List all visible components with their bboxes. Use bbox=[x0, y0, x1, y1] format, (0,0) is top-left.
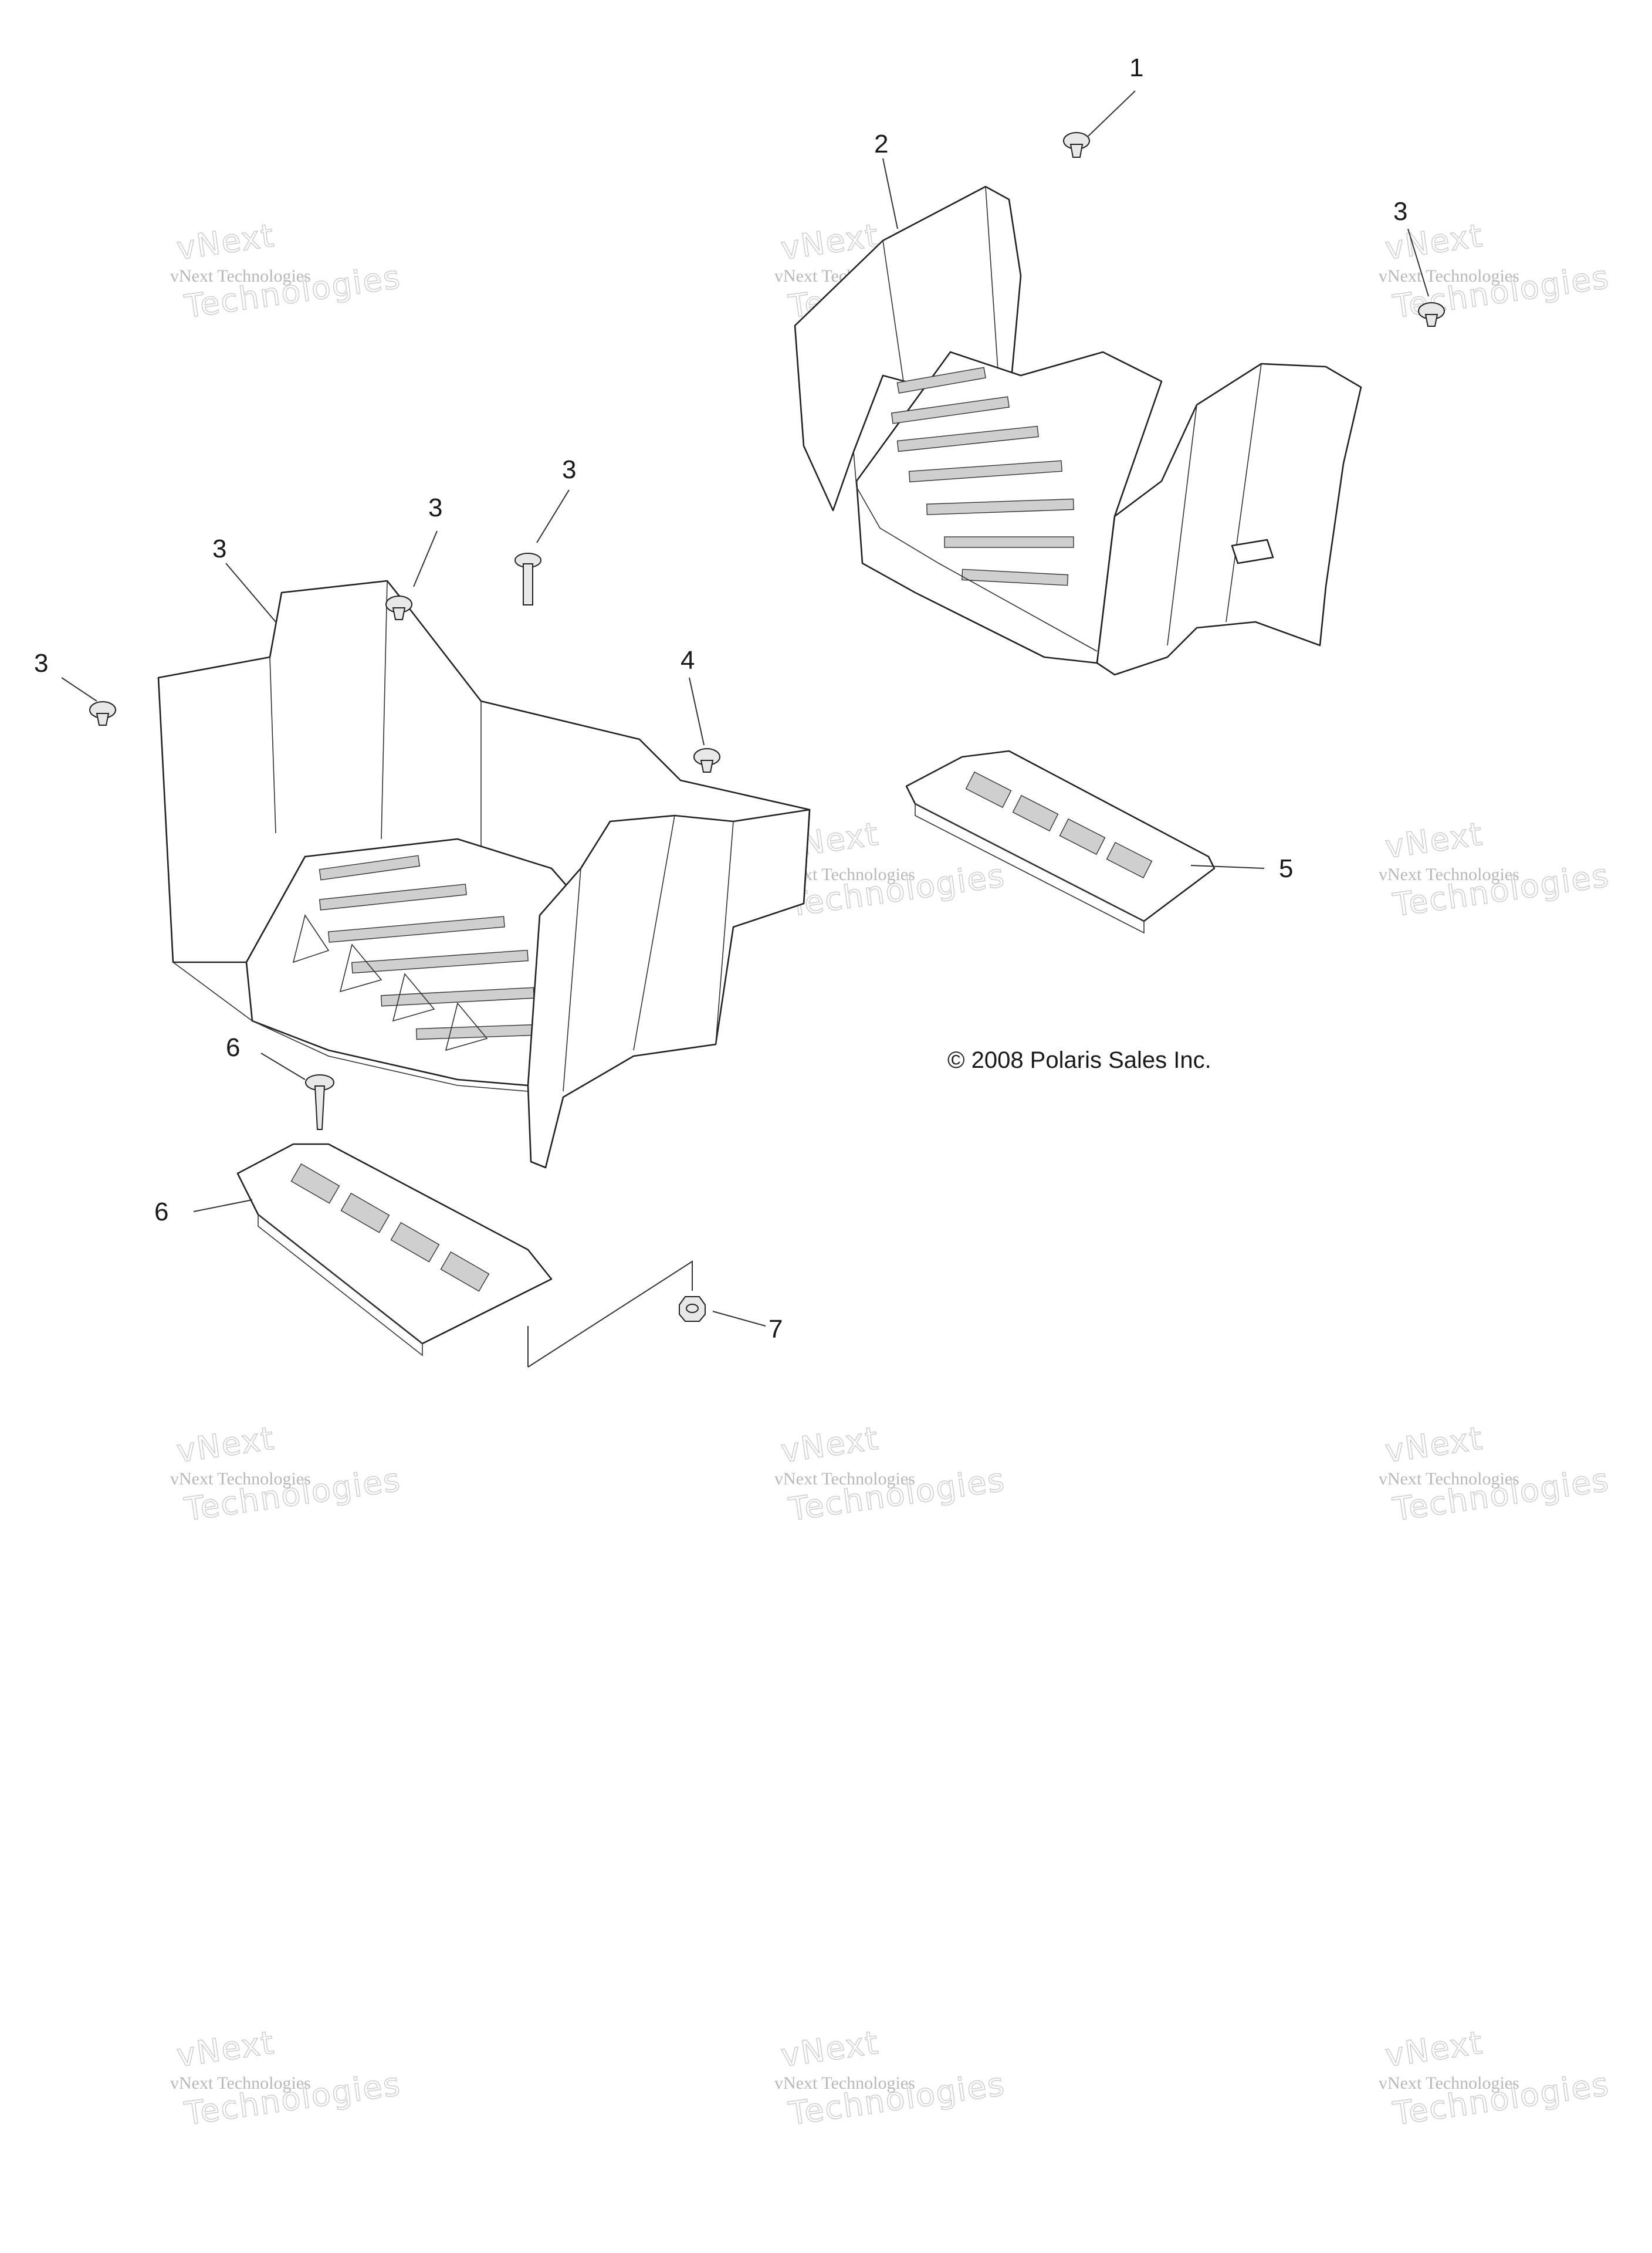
callout-1: 3 bbox=[212, 535, 226, 563]
push-rivet-icon bbox=[1063, 132, 1090, 158]
svg-text:vNext: vNext bbox=[1383, 2024, 1485, 2075]
watermark: vNext vNext Technologies Technologies bbox=[774, 1419, 1008, 1529]
footrest-plate-right bbox=[905, 750, 1216, 934]
svg-text:vNext Technologies: vNext Technologies bbox=[170, 1469, 311, 1489]
left-footwell-ribs bbox=[292, 914, 488, 1051]
svg-text:vNext: vNext bbox=[1383, 816, 1485, 866]
right-footwell-treads bbox=[891, 367, 1074, 586]
svg-text:vNext: vNext bbox=[778, 1420, 881, 1470]
left-footwell-treads bbox=[319, 855, 534, 1040]
callout-3: 3 bbox=[428, 493, 442, 522]
footrest-plate-right-cells bbox=[965, 771, 1153, 879]
watermark: vNext vNext Technologies Technologies bbox=[1379, 815, 1612, 925]
callout-7: 6 bbox=[226, 1033, 240, 1062]
svg-text:vNext: vNext bbox=[174, 217, 277, 268]
callout-4: 3 bbox=[562, 455, 576, 484]
nut-icon bbox=[679, 1296, 706, 1322]
svg-text:vNext Technologies: vNext Technologies bbox=[774, 1469, 915, 1489]
svg-text:vNext Technologies: vNext Technologies bbox=[1379, 2073, 1519, 2093]
fasteners bbox=[89, 132, 1445, 1322]
svg-text:vNext: vNext bbox=[1383, 1420, 1485, 1470]
bolt-icon bbox=[514, 553, 541, 605]
callout-3: 4 bbox=[681, 646, 695, 675]
callout-2: 2 bbox=[874, 130, 888, 158]
push-rivet-icon bbox=[89, 701, 116, 726]
callout-3: 3 bbox=[1393, 197, 1407, 226]
svg-text:vNext: vNext bbox=[778, 2024, 881, 2075]
callout-5: 7 bbox=[769, 1315, 783, 1344]
svg-text:vNext: vNext bbox=[174, 1420, 277, 1470]
watermark: vNext vNext Technologies Technologies bbox=[1379, 2024, 1612, 2133]
footrest-plate-left bbox=[236, 1143, 553, 1356]
svg-text:vNext Technologies: vNext Technologies bbox=[170, 266, 311, 286]
callout-3: 3 bbox=[34, 649, 48, 678]
leader-lines bbox=[61, 90, 1429, 1368]
watermark: vNext vNext Technologies Technologies bbox=[170, 216, 404, 326]
right-footwell bbox=[794, 185, 1362, 676]
callout-6: 6 bbox=[154, 1197, 168, 1226]
push-rivet-icon bbox=[693, 748, 720, 773]
callouts: 1 2 3 3 3 3 3 4 5 6 6 7 bbox=[34, 53, 1407, 1344]
watermark: vNext vNext Technologies Technologies bbox=[170, 2024, 404, 2133]
svg-text:vNext Technologies: vNext Technologies bbox=[170, 2073, 311, 2093]
callout-3: 1 bbox=[1129, 53, 1143, 82]
svg-text:vNext Technologies: vNext Technologies bbox=[774, 2073, 915, 2093]
left-footwell bbox=[157, 580, 811, 1169]
push-rivet-icon bbox=[1418, 302, 1445, 327]
svg-text:vNext Technologies: vNext Technologies bbox=[1379, 865, 1519, 884]
copyright-notice: © 2008 Polaris Sales Inc. bbox=[947, 1047, 1211, 1073]
footrest-plate-left-cells bbox=[290, 1163, 490, 1292]
watermark: vNext vNext Technologies Technologies bbox=[1379, 216, 1612, 326]
callout-6: 5 bbox=[1279, 854, 1293, 883]
svg-text:vNext: vNext bbox=[174, 2024, 277, 2075]
watermark: vNext vNext Technologies Technologies bbox=[774, 2024, 1008, 2133]
watermark: vNext vNext Technologies Technologies bbox=[1379, 1419, 1612, 1529]
watermark: vNext vNext Technologies Technologies bbox=[170, 1419, 404, 1529]
svg-text:vNext Technologies: vNext Technologies bbox=[1379, 266, 1519, 286]
screw-icon bbox=[305, 1074, 334, 1130]
push-rivet-icon bbox=[385, 596, 412, 620]
svg-text:vNext Technologies: vNext Technologies bbox=[1379, 1469, 1519, 1489]
